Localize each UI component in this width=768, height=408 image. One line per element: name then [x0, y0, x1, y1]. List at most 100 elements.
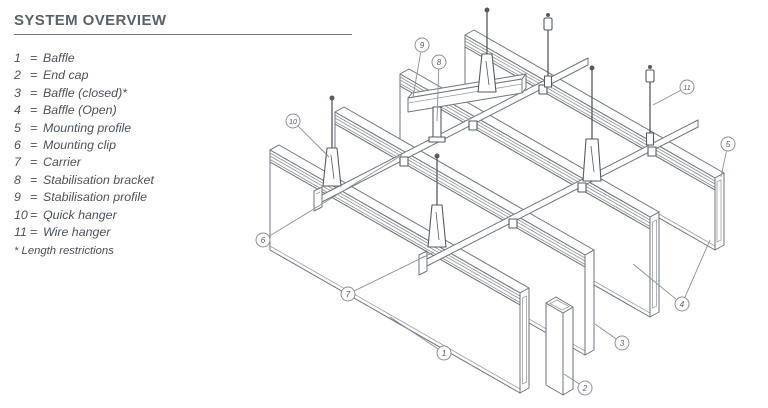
carrier-2 — [418, 119, 699, 276]
legend-item-label: Baffle (closed)* — [43, 85, 128, 100]
callout-bubble — [431, 54, 447, 70]
callout-3: 3 — [594, 323, 630, 351]
callout-bubble — [679, 79, 695, 95]
callout-number: 11 — [683, 85, 690, 92]
legend-item: 10= Quick hanger — [14, 208, 154, 225]
legend-item-number: 1 — [14, 51, 21, 65]
callout-leader — [684, 239, 711, 298]
callout-leader — [269, 154, 403, 237]
callout-bubble — [577, 380, 593, 396]
callout-bubble — [285, 113, 301, 129]
wire-hanger-3 — [582, 65, 602, 182]
legend-item-number: 4 — [14, 103, 21, 118]
callout-number: 8 — [437, 58, 442, 67]
callout-bubble — [674, 296, 690, 312]
legend-equals: = — [30, 103, 38, 118]
stabilisation-bracket — [428, 106, 446, 143]
mounting-clips — [399, 84, 657, 229]
callout-2: 2 — [563, 373, 593, 396]
callout-leader — [354, 251, 435, 292]
legend-item-number: 2 — [14, 68, 21, 83]
legend-item: 8=Stabilisation bracket — [14, 173, 154, 190]
legend-item: 3=Baffle (closed)* — [14, 86, 154, 103]
callout-bubble — [720, 136, 736, 152]
legend-item: 5 = Mounting profile — [14, 121, 154, 138]
callout-number: 4 — [680, 300, 685, 309]
legend-item-label: Mounting clip — [43, 137, 117, 152]
legend-item: 11=Wire hanger — [14, 225, 154, 242]
legend-item: 6=Mounting clip — [14, 138, 154, 155]
callout-8: 8 — [431, 54, 447, 122]
legend-equals: = — [30, 172, 38, 187]
legend-item-label: Quick hanger — [43, 207, 117, 222]
legend-item: 4 = Baffle (Open) — [14, 103, 154, 120]
callout-bubble — [414, 37, 430, 53]
quick-hanger-1 — [322, 95, 342, 187]
legend-item-number: 5 — [14, 120, 21, 135]
callout-bubble — [614, 335, 630, 351]
callout-leader — [436, 69, 440, 122]
mounting-clip — [399, 156, 409, 167]
callout-bubble — [255, 232, 271, 248]
legend-item: 2 = End cap — [14, 68, 154, 85]
legend-item: 7 = Carrier — [14, 155, 154, 172]
callout-number: 2 — [582, 384, 588, 393]
end-cap — [545, 296, 574, 396]
legend-item-label: End cap — [43, 68, 89, 83]
callout-6: 6 — [255, 154, 403, 248]
callout-bubble — [436, 345, 452, 361]
page-title: SYSTEM OVERVIEW — [14, 12, 167, 29]
callouts-layer: 1 2 3 4 5 6 7 8 9 10 11 — [255, 37, 736, 396]
legend-item-label: Baffle (Open) — [43, 103, 117, 118]
legend-equals: = — [30, 120, 38, 135]
legend-equals: = — [30, 155, 38, 170]
legend-equals: = — [30, 68, 38, 83]
callout-11: 11 — [652, 79, 695, 106]
callout-number: 1 — [442, 349, 446, 358]
callout-5: 5 — [720, 136, 736, 178]
legend-footnote: * Length restrictions — [14, 245, 114, 257]
mounting-clip — [468, 120, 478, 131]
legend-item-label: Carrier — [43, 155, 81, 170]
legend-item-label: Mounting profile — [43, 120, 132, 135]
callout-10: 10 — [285, 113, 330, 158]
legend-equals: = — [30, 51, 38, 65]
legend-equals: = — [30, 85, 38, 100]
callout-9: 9 — [412, 37, 430, 98]
callout-bubble — [340, 286, 356, 302]
mounting-clip — [647, 146, 657, 157]
legend-item-label: Stabilisation profile — [43, 190, 148, 205]
legend-item-label: Baffle — [43, 51, 75, 65]
legend-equals: = — [30, 190, 38, 205]
callout-leader — [720, 151, 727, 178]
callout-leader — [652, 90, 681, 106]
legend-equals: = — [30, 137, 38, 152]
callout-number: 5 — [726, 140, 731, 149]
wire-hanger-1 — [543, 13, 553, 88]
callout-4: 4 — [632, 239, 711, 312]
legend-item-label: Stabilisation bracket — [43, 172, 154, 187]
callout-leader — [412, 52, 422, 98]
legend-item-number: 7 — [14, 155, 21, 170]
legend-item: 1 = Baffle — [14, 51, 154, 68]
quick-hanger-3 — [477, 7, 497, 93]
legend-item-number: 9 — [14, 190, 21, 205]
legend-item: 9 = Stabilisation profile — [14, 190, 154, 207]
callout-number: 6 — [261, 236, 266, 245]
legend-equals: = — [30, 207, 38, 222]
legend-equals: = — [30, 224, 38, 239]
mounting-clip — [577, 182, 587, 193]
quick-hanger-2 — [427, 153, 447, 248]
callout-leader — [594, 323, 617, 340]
legend-item-number: 10 — [14, 207, 28, 222]
callout-leader — [632, 263, 677, 300]
callout-1: 1 — [389, 316, 452, 361]
callout-number: 7 — [346, 290, 351, 299]
callout-number: 9 — [420, 41, 425, 50]
title-underline — [14, 34, 352, 35]
mounting-clip — [508, 218, 518, 229]
header: SYSTEM OVERVIEW — [14, 12, 354, 35]
callout-7: 7 — [340, 251, 435, 302]
